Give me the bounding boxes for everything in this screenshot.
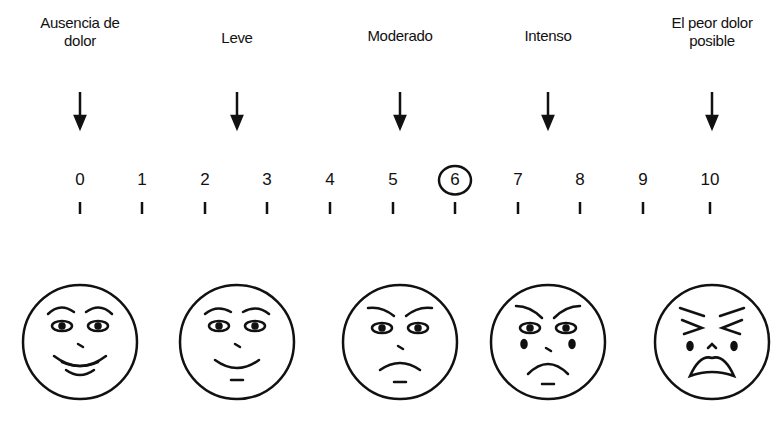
scale-number: 2 (200, 170, 209, 190)
category-label: El peor dolor posible (657, 14, 767, 50)
category-label: Ausencia de dolor (40, 14, 120, 50)
scale-number: 5 (388, 170, 397, 190)
scale-number: 0 (75, 170, 84, 190)
scale-number: 9 (638, 170, 647, 190)
scale-ticks (80, 202, 710, 214)
category-label: Intenso (524, 27, 571, 45)
scale-number: 10 (701, 170, 720, 190)
category-label: Moderado (367, 27, 432, 45)
scale-number: 6 (450, 170, 459, 190)
faces (23, 285, 769, 399)
scale-number: 8 (575, 170, 584, 190)
scale-number: 7 (513, 170, 522, 190)
down-arrows (75, 92, 717, 128)
scale-number: 3 (262, 170, 271, 190)
category-label: Leve (221, 29, 252, 47)
scale-number: 1 (137, 170, 146, 190)
circled-number: 6 (437, 164, 473, 196)
scale-number: 4 (325, 170, 334, 190)
